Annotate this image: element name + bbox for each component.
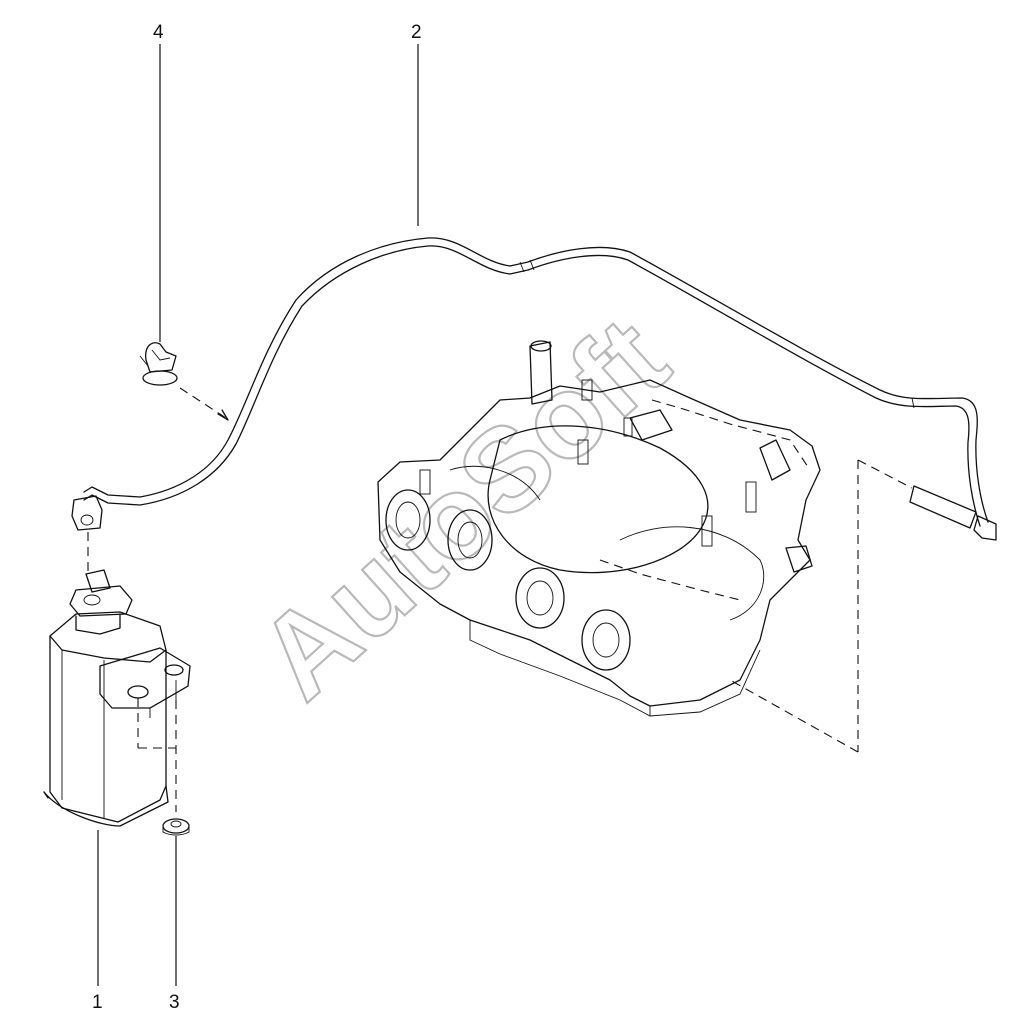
hose-clip [139,342,178,386]
mounting-grommet [162,818,190,836]
callout-1: 1 [92,992,103,1013]
callout-4: 4 [153,22,164,43]
assembly-guide [729,459,913,753]
vapor-tube [71,237,997,541]
callout-2: 2 [411,22,422,43]
intake-manifold [377,340,821,717]
callout-3: 3 [169,992,180,1013]
charcoal-canister [43,387,229,827]
